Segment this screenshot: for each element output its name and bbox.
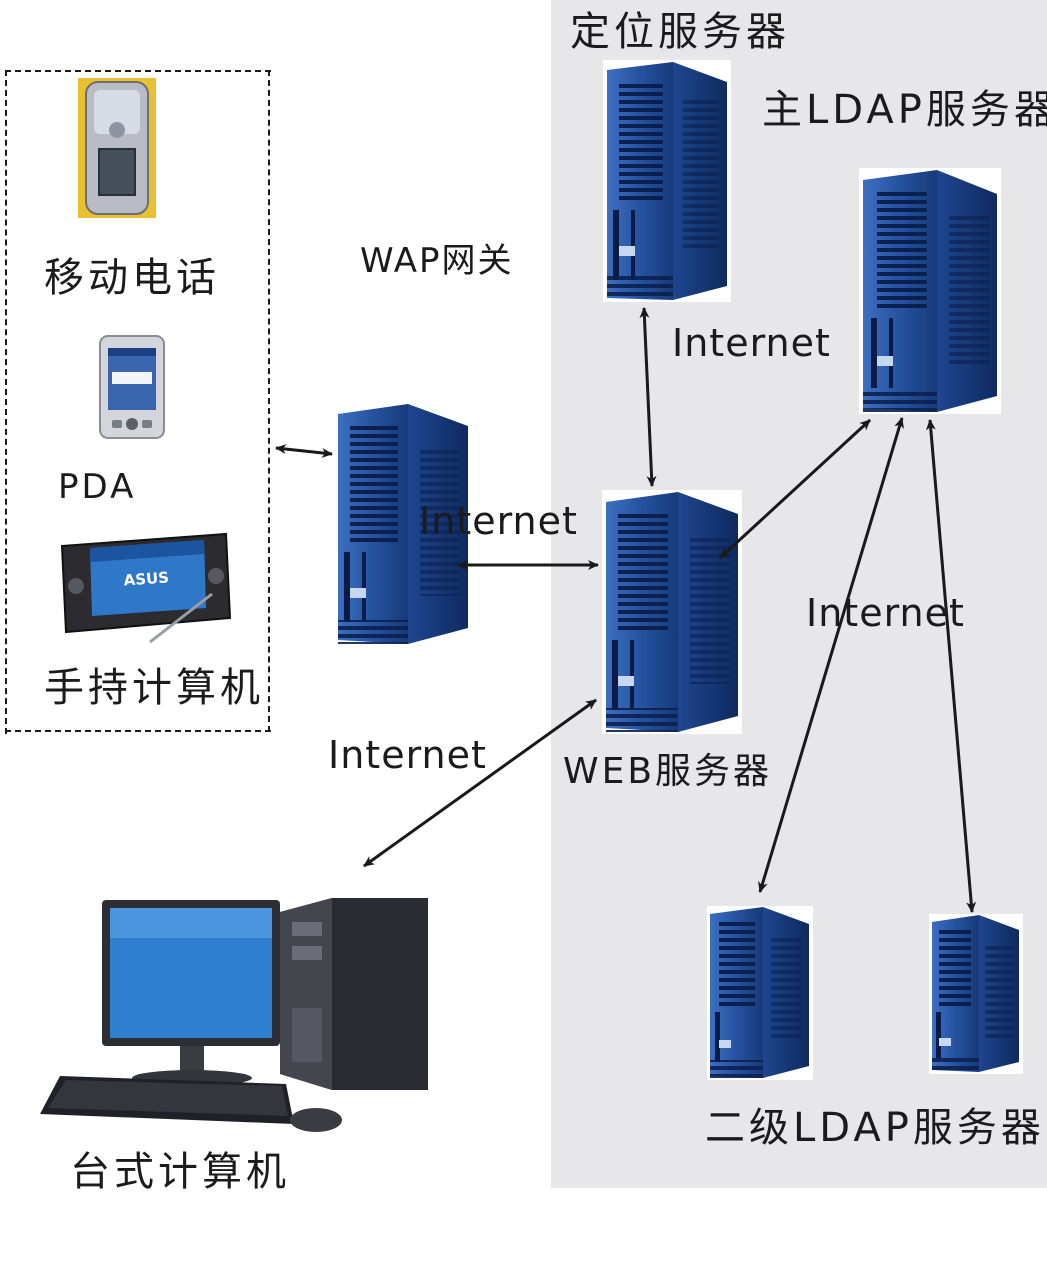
main-ldap-server-label: 主LDAP服务器	[762, 87, 1047, 133]
locating-server-label: 定位服务器	[570, 9, 790, 55]
mobile-phone-label: 移动电话	[44, 255, 220, 301]
pda-label: PDA	[58, 467, 137, 507]
mobile-client-group-box-right	[268, 70, 272, 732]
internet-label-locating-web: Internet	[672, 321, 831, 365]
secondary-ldap-server-1-icon	[707, 906, 813, 1080]
handheld-computer-icon: ASUS	[60, 532, 232, 644]
web-server-label: WEB服务器	[563, 751, 773, 792]
desktop-computer-label: 台式计算机	[70, 1149, 290, 1195]
wap-gateway-label: WAP网关	[360, 241, 514, 281]
web-server-icon	[602, 490, 742, 734]
locating-server-icon	[603, 60, 731, 302]
mobile-client-group-box	[5, 70, 271, 734]
desktop-computer-icon	[40, 898, 428, 1132]
arrow-locating-to-web	[639, 307, 657, 487]
arrow-main-ldap-to-secondary-1	[758, 417, 904, 893]
internet-label-ldap-link: Internet	[806, 591, 965, 635]
mobile-phone-icon	[78, 78, 156, 218]
handheld-computer-label: 手持计算机	[44, 665, 264, 711]
asus-brand-logo: ASUS	[123, 568, 170, 589]
internet-label-desktop-web: Internet	[328, 733, 487, 777]
mobile-client-group-box-bottom	[5, 730, 271, 732]
secondary-ldap-server-label: 二级LDAP服务器	[705, 1105, 1045, 1151]
wap-gateway-server-icon	[334, 402, 472, 646]
secondary-ldap-server-2-icon	[929, 914, 1023, 1074]
main-ldap-server-icon	[859, 168, 1001, 414]
arrow-client-to-gateway	[275, 444, 333, 458]
internet-label-gateway-web: Internet	[419, 499, 578, 543]
arrow-web-to-main-ldap	[718, 418, 872, 560]
pda-icon	[99, 335, 165, 439]
arrow-desktop-to-web	[363, 698, 597, 868]
arrow-main-ldap-to-secondary-2	[925, 419, 977, 913]
